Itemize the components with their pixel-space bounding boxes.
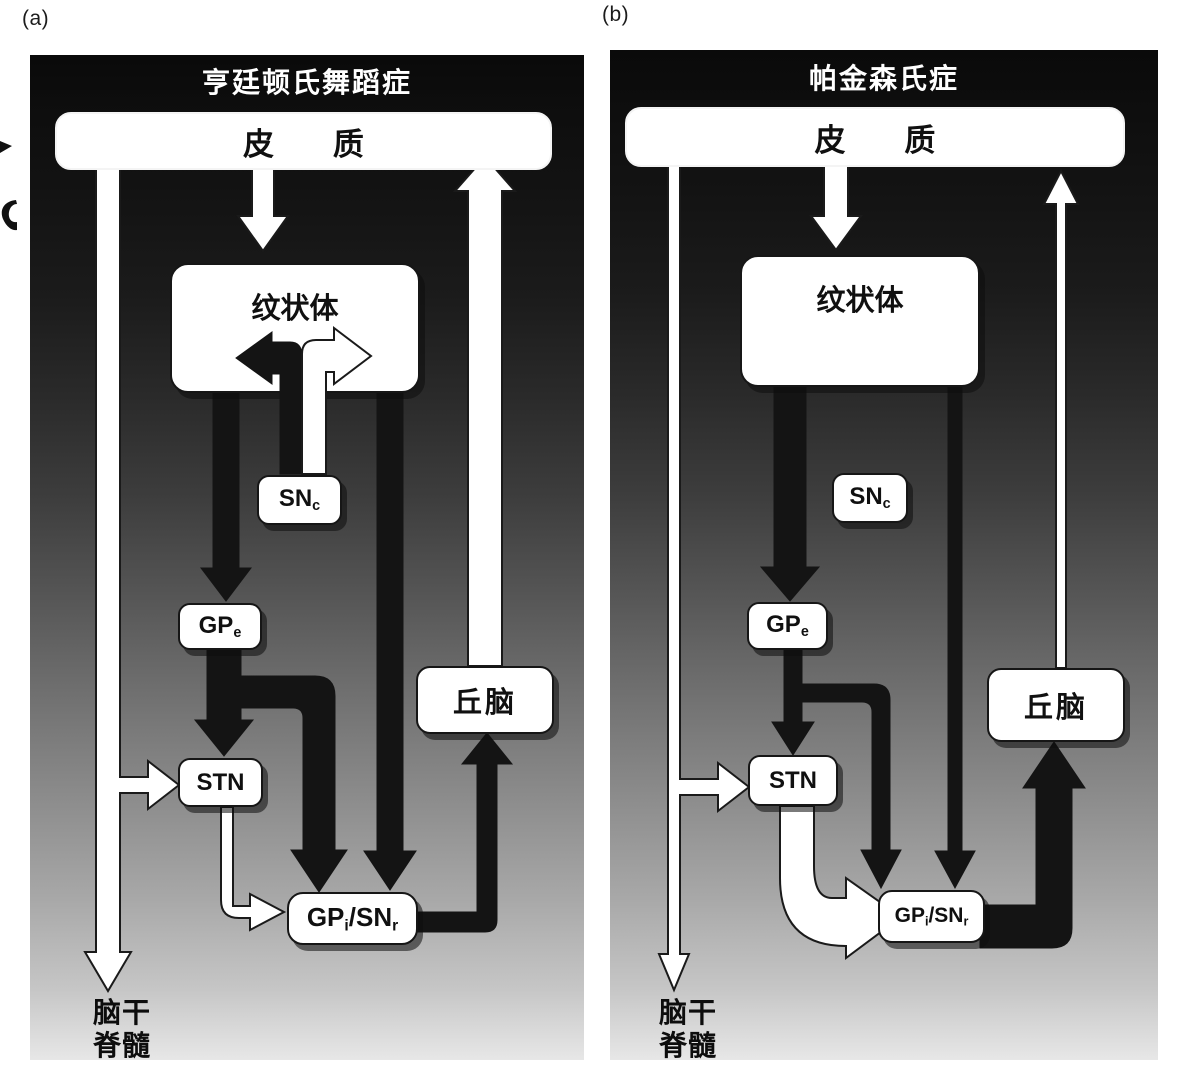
panel-a-tag: (a) (22, 7, 50, 30)
stn-box-a: STN (178, 758, 263, 807)
stn-label-b: STN (769, 766, 817, 794)
page-edge-text-fragment (0, 141, 17, 231)
arrow-b-gpi-to-thalamus (979, 741, 1086, 949)
cortex-label-b: 皮质 (814, 122, 995, 158)
thalamus-box-b: 丘脑 (987, 668, 1125, 742)
snc-box-b: SNc (832, 473, 908, 523)
arrow-b-thalamus-to-cortex (1042, 168, 1080, 669)
gpi-snr-box-b: GPi/SNr (878, 890, 985, 943)
gpe-label-b: GPe (766, 611, 809, 641)
stn-box-b: STN (748, 755, 838, 806)
gpe-box-a: GPe (178, 603, 262, 650)
arrow-a-gpe-to-stn-and-gpi (193, 649, 348, 893)
brainstem-label-b: 脑干 脊髓 (658, 997, 717, 1061)
thalamus-box-a: 丘脑 (416, 666, 554, 734)
striatum-label-b: 纹状体 (816, 285, 904, 317)
gpe-label-a: GPe (198, 611, 242, 642)
cortex-box-a: 皮质 (55, 112, 552, 170)
striatum-label-a: 纹状体 (251, 293, 339, 325)
thalamus-label-a: 丘脑 (452, 687, 517, 719)
arrow-a-stn-to-gpi (220, 806, 287, 932)
snc-label-a: SNc (278, 485, 321, 515)
arrow-a-gpi-to-thalamus (414, 732, 514, 933)
arrow-a-cortex-to-brainstem-and-stn (83, 167, 181, 993)
arrow-a-snc-to-striatum (301, 325, 373, 475)
arrow-b-cortex-to-brainstem-and-stn (657, 165, 751, 993)
arrow-a-thalamus-to-cortex (452, 155, 518, 667)
cortex-box-b: 皮质 (625, 107, 1125, 167)
gpi-snr-label-b: GPi/SNr (894, 904, 969, 929)
brainstem-label-a: 脑干 脊髓 (92, 997, 151, 1061)
snc-label-b: SNc (849, 483, 891, 513)
panel-b-tag: (b) (602, 3, 630, 26)
arrow-a-cortex-to-striatum (236, 167, 290, 253)
panel-a-title: 亨廷顿氏舞蹈症 (201, 67, 412, 98)
gpi-snr-label-a: GPi/SNr (306, 901, 399, 935)
gpe-box-b: GPe (747, 602, 828, 650)
arrow-b-gpe-to-stn-and-gpi (771, 649, 902, 890)
arrow-b-cortex-to-striatum (809, 165, 863, 252)
arrow-b-striatum-to-gpe (759, 384, 821, 602)
arrow-b-stn-to-gpi (779, 805, 903, 960)
arrow-b-striatum-to-gpi (934, 384, 976, 890)
panel-b-title: 帕金森氏症 (808, 63, 959, 94)
stn-label-a: STN (196, 768, 245, 796)
arrow-a-striatum-to-gpi (363, 389, 417, 891)
gpi-snr-box-a: GPi/SNr (287, 892, 418, 945)
snc-box-a: SNc (257, 475, 342, 525)
arrow-a-striatum-to-gpe (199, 389, 253, 602)
striatum-box-b: 纹状体 (740, 255, 980, 387)
arrow-a-striatum-to-snc (235, 331, 303, 475)
cortex-label-a: 皮质 (243, 126, 423, 162)
thalamus-label-b: 丘脑 (1023, 692, 1088, 724)
